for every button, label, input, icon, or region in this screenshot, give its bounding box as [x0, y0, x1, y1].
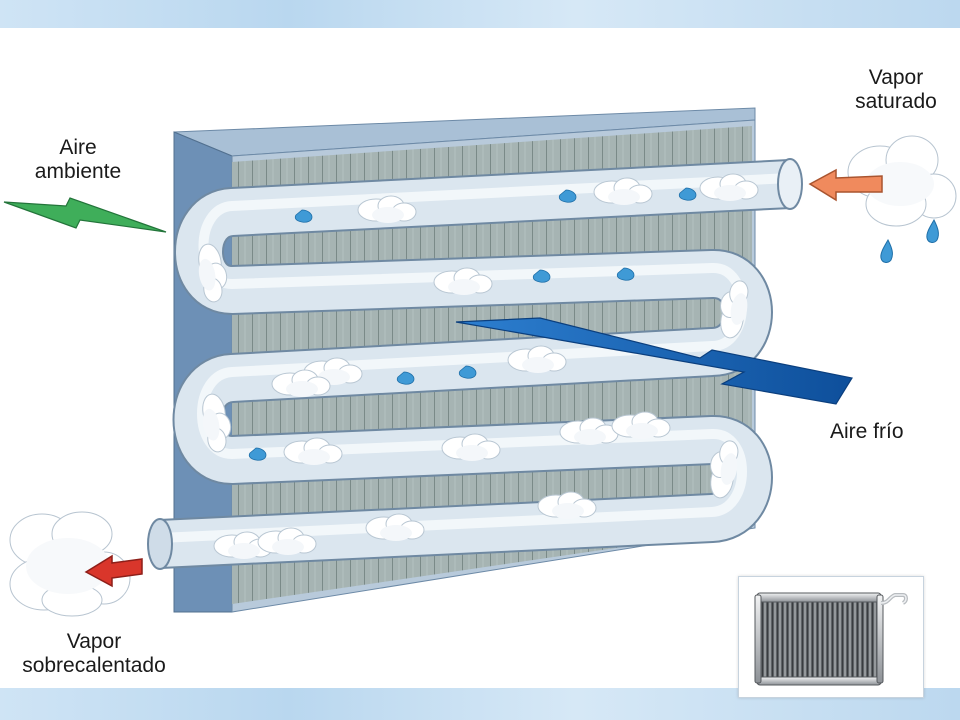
label-vapor-saturado: Vapor saturado — [836, 66, 956, 114]
evaporator-photo-icon — [738, 576, 924, 698]
label-vapor-sobrecalentado: Vapor sobrecalentado — [4, 630, 184, 678]
inlet-vapor-cloud — [847, 135, 957, 263]
label-vapor-sobrecalentado-line1: Vapor — [66, 630, 122, 653]
label-aire-frio: Aire frío — [830, 420, 904, 443]
tube-outlet-end — [147, 518, 173, 570]
outlet-vapor-cloud — [9, 511, 131, 617]
label-vapor-saturado-line2: saturado — [855, 90, 937, 113]
label-vapor-sobrecalentado-line2: sobrecalentado — [22, 654, 166, 677]
label-aire-ambiente-line1: Aire — [59, 136, 97, 159]
outlet-arrow-icon — [84, 554, 143, 588]
top-decorative-band — [0, 0, 960, 28]
ambient-air-arrow-icon — [3, 197, 167, 233]
label-aire-ambiente-line2: ambiente — [34, 160, 122, 183]
tube-inlet-end — [777, 158, 803, 210]
cold-air-arrow-icon — [455, 317, 853, 405]
inlet-arrow-icon — [808, 168, 883, 202]
label-vapor-saturado-line1: Vapor — [868, 66, 924, 89]
evaporator-photo-drawing — [754, 592, 908, 686]
label-aire-ambiente: Aire ambiente — [28, 136, 128, 184]
